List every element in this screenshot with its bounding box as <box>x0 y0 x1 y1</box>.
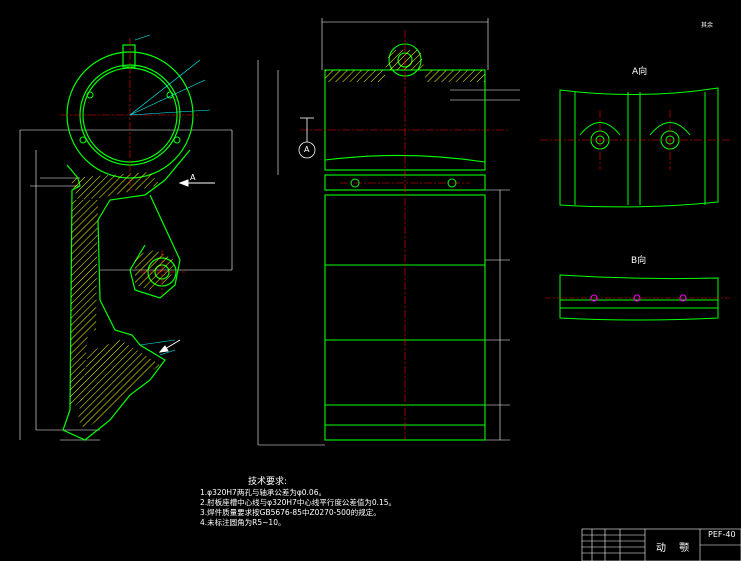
note-item: 3.焊件质量要求按GB5676-85中Z0270-500的规定。 <box>200 508 381 517</box>
arrow-a-label: A <box>190 173 196 182</box>
b-view-label: B向 <box>631 256 647 266</box>
note-item: 4.未标注圆角为R5~10。 <box>200 518 286 527</box>
title-block <box>581 528 741 561</box>
notes-title: 技术要求: <box>248 477 288 487</box>
a-view-label: A向 <box>632 67 648 77</box>
section-marker: A <box>304 145 310 154</box>
notes-list: 1.φ320H7两孔与轴承公差为φ0.06。 2.肘板座槽中心线与φ320H7中… <box>200 488 396 528</box>
note-item: 2.肘板座槽中心线与φ320H7中心线平行度公差值为0.15。 <box>200 498 397 507</box>
part-name: 动 颚 <box>656 543 695 554</box>
front-view <box>257 18 520 446</box>
side-view <box>19 34 233 441</box>
a-view <box>540 87 730 208</box>
note-item: 1.φ320H7两孔与轴承公差为φ0.06。 <box>200 488 326 497</box>
b-view <box>545 274 730 321</box>
roughness-symbol: 其余 <box>701 22 714 29</box>
drawing-code: PEF-40 <box>708 530 736 539</box>
